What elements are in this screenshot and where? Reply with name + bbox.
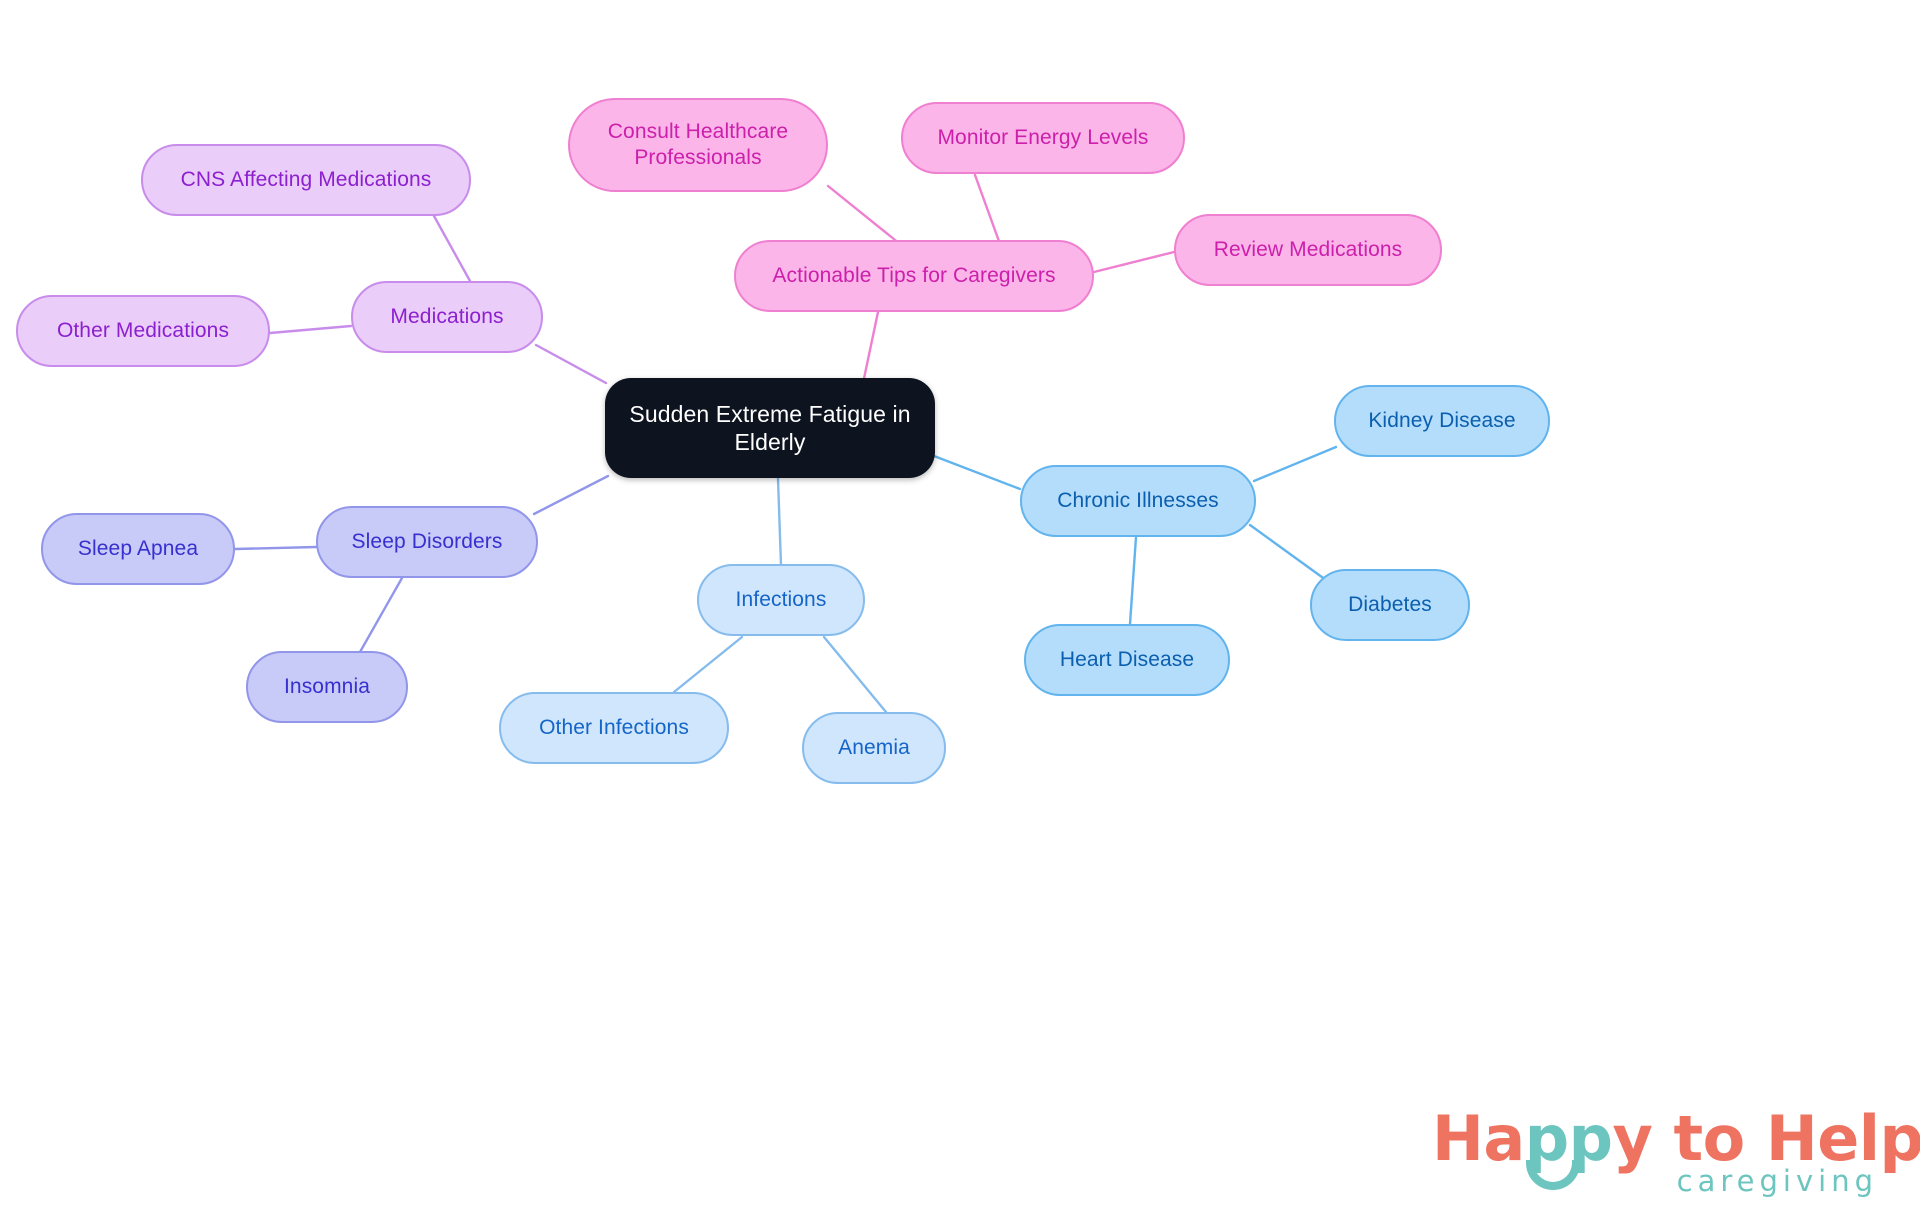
edge-actionable-consult — [826, 184, 902, 246]
edge-infections-anemia — [822, 635, 888, 714]
edge-root-actionable-tips — [860, 310, 880, 390]
edge-root-sleep — [532, 474, 610, 516]
leaf-node-review-medications[interactable]: Review Medications — [1174, 214, 1442, 286]
leaf-node-kidney-disease[interactable]: Kidney Disease — [1334, 385, 1550, 457]
edge-chronic-diabetes — [1248, 523, 1328, 582]
mindmap-root-node[interactable]: Sudden Extreme Fatigue in Elderly — [605, 378, 935, 478]
edge-medications-cns — [432, 214, 472, 283]
leaf-node-diabetes[interactable]: Diabetes — [1310, 569, 1470, 641]
edge-root-medications — [534, 343, 608, 385]
leaf-node-insomnia[interactable]: Insomnia — [246, 651, 408, 723]
leaf-node-other-infections[interactable]: Other Infections — [499, 692, 729, 764]
brand-logo: Happy to Help caregiving — [1432, 1102, 1920, 1210]
edge-sleep-apnea — [233, 545, 318, 551]
leaf-node-monitor-energy-levels[interactable]: Monitor Energy Levels — [901, 102, 1185, 174]
branch-node-medications[interactable]: Medications — [351, 281, 543, 353]
logo-wordmark: Happy to Help — [1432, 1102, 1920, 1175]
edge-medications-other — [268, 324, 353, 335]
leaf-node-cns-affecting-medications[interactable]: CNS Affecting Medications — [141, 144, 471, 216]
logo-happy-prefix: Ha — [1432, 1102, 1525, 1175]
logo-happy-suffix: y — [1612, 1102, 1653, 1175]
branch-node-chronic-illnesses[interactable]: Chronic Illnesses — [1020, 465, 1256, 537]
edge-root-infections — [776, 477, 783, 567]
edge-root-chronic — [932, 454, 1022, 491]
edge-actionable-review — [1092, 250, 1176, 274]
branch-node-sleep-disorders[interactable]: Sleep Disorders — [316, 506, 538, 578]
branch-node-actionable-tips[interactable]: Actionable Tips for Caregivers — [734, 240, 1094, 312]
leaf-node-sleep-apnea[interactable]: Sleep Apnea — [41, 513, 235, 585]
branch-node-infections[interactable]: Infections — [697, 564, 865, 636]
edge-chronic-kidney — [1252, 445, 1338, 483]
edge-chronic-heart — [1128, 535, 1138, 626]
leaf-node-heart-disease[interactable]: Heart Disease — [1024, 624, 1230, 696]
leaf-node-consult-healthcare-professionals[interactable]: Consult Healthcare Professionals — [568, 98, 828, 192]
edge-sleep-insomnia — [358, 576, 404, 654]
smile-icon — [1526, 1160, 1580, 1190]
leaf-node-other-medications[interactable]: Other Medications — [16, 295, 270, 367]
edge-actionable-monitor — [973, 173, 1002, 246]
logo-tagline: caregiving — [1676, 1164, 1878, 1198]
logo-to-help: to Help — [1652, 1102, 1920, 1175]
leaf-node-anemia[interactable]: Anemia — [802, 712, 946, 784]
edge-infections-other — [672, 635, 744, 694]
